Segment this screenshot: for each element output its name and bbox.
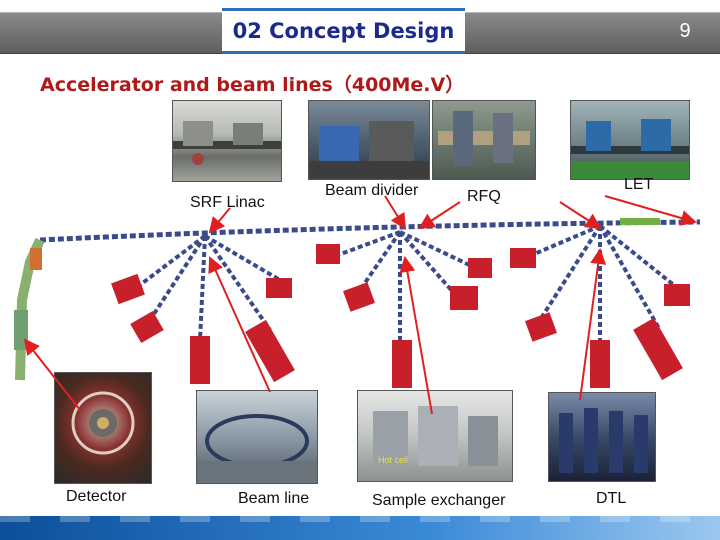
- let-photo: [570, 100, 690, 180]
- linac-module: [30, 248, 42, 270]
- dtl-photo: [548, 392, 656, 482]
- label-detector: Detector: [66, 488, 127, 505]
- beam-divider-photo: [308, 100, 430, 180]
- rfq-photo: [432, 100, 536, 180]
- svg-text:Hot cell: Hot cell: [378, 455, 408, 465]
- slide-subtitle: Accelerator and beam lines（400Me.V）: [40, 74, 465, 96]
- let-section: [620, 218, 660, 225]
- label-let: LET: [624, 176, 654, 193]
- slide-title: 02 Concept Design: [232, 19, 455, 43]
- page-number: 9: [679, 20, 691, 42]
- main-beam-pipe: [39, 219, 701, 243]
- header-title-box: [222, 8, 465, 54]
- beam-line-photo: [196, 390, 318, 484]
- label-beam-line: Beam line: [238, 490, 310, 507]
- srf-linac-photo: [172, 100, 282, 182]
- callout-arrows: [23, 195, 697, 415]
- label-sample-exchanger: Sample exchanger: [372, 492, 506, 509]
- branch-lines: [118, 224, 682, 350]
- linac-module-2: [14, 310, 28, 350]
- label-beam-divider: Beam divider: [325, 182, 419, 199]
- detector-photo: [54, 372, 152, 484]
- footer-bar: [0, 516, 720, 540]
- label-dtl: DTL: [596, 490, 627, 507]
- sample-exchanger-photo: Hot cell: [357, 390, 513, 482]
- label-rfq: RFQ: [467, 188, 501, 205]
- label-srf-linac: SRF Linac: [190, 194, 265, 211]
- target-stations: [111, 244, 690, 388]
